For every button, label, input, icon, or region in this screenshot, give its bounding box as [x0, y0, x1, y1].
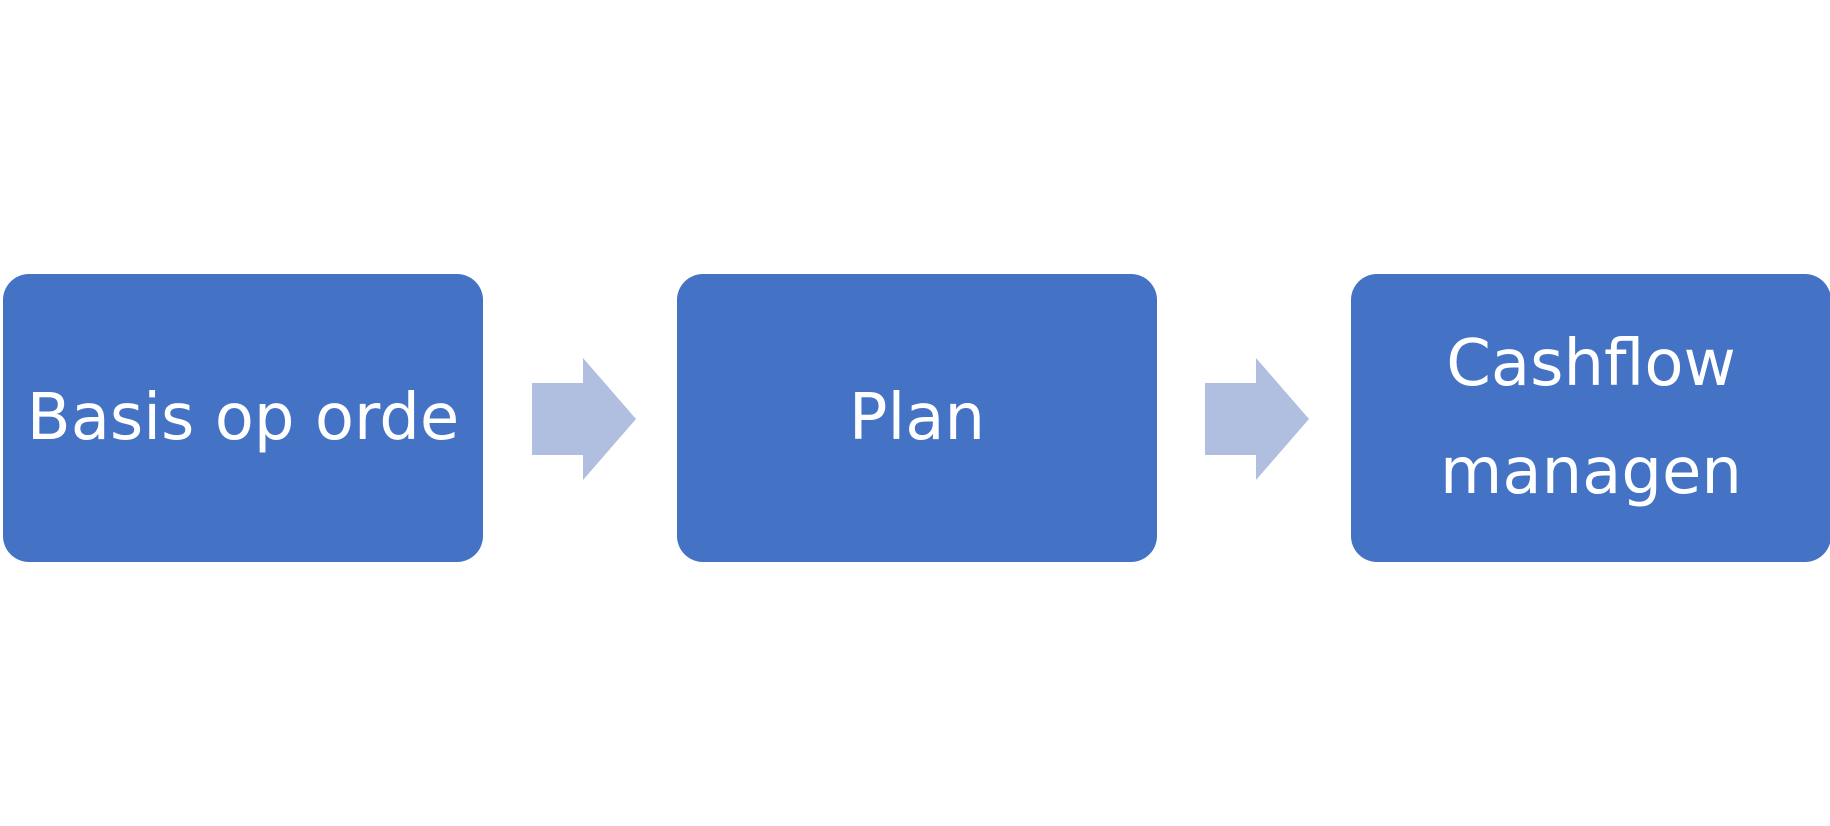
- arrow-shape: [1205, 358, 1309, 480]
- arrow-shape: [532, 358, 636, 480]
- step-label: Cashflow managen: [1440, 327, 1742, 509]
- step-box-plan: Plan: [677, 274, 1157, 562]
- step-label: Plan: [848, 381, 986, 455]
- arrow-right-icon: [532, 358, 636, 480]
- arrow-right-icon: [1205, 358, 1309, 480]
- step-box-basis-op-orde: Basis op orde: [3, 274, 483, 562]
- step-label: Basis op orde: [26, 381, 460, 455]
- step-box-cashflow-managen: Cashflow managen: [1351, 274, 1830, 562]
